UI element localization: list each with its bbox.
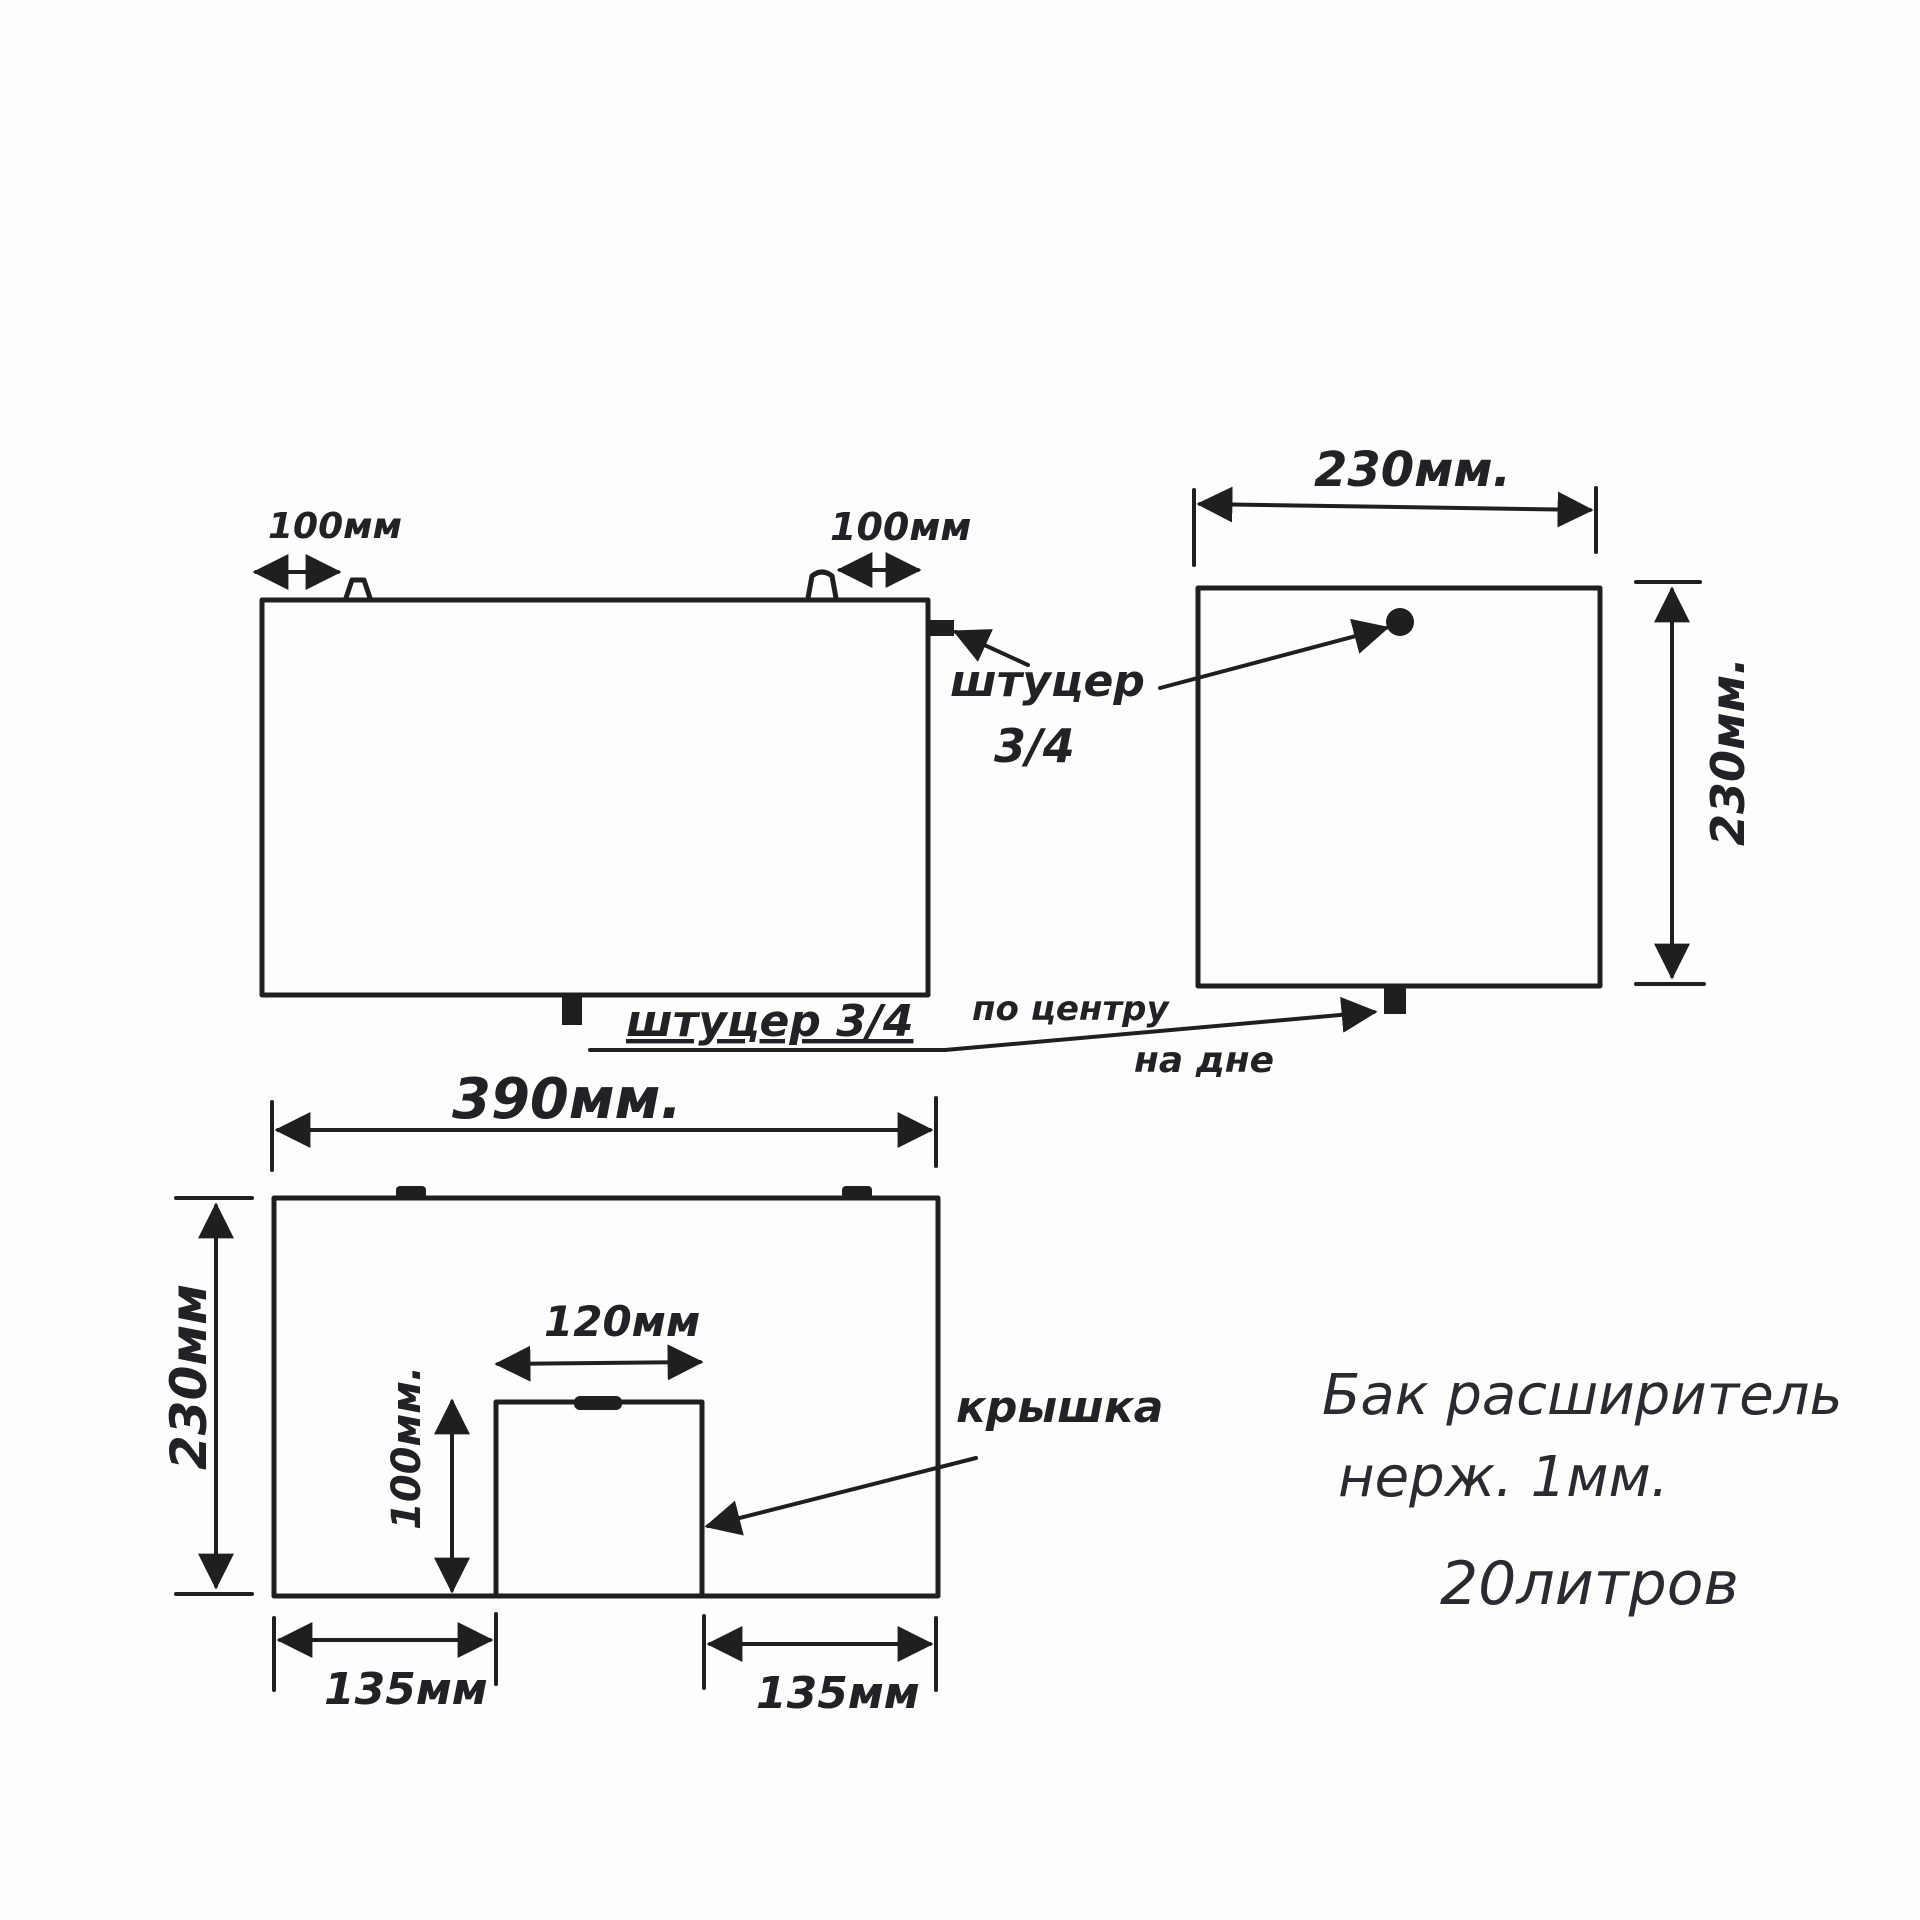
front-view-tank-outline (259, 597, 931, 998)
margin-right-label: 135мм (756, 1668, 920, 1719)
side-view-tank-outline (1195, 585, 1603, 989)
side-width-label: 230мм. (1314, 442, 1511, 498)
top-fitting-left (343, 577, 373, 601)
lid-width-dimension (494, 1344, 704, 1382)
top-view-tank-outline (271, 1195, 941, 1599)
side-view-bottom-fitting (1384, 986, 1406, 1014)
lid-label: крышка (956, 1382, 1163, 1433)
bottom-note-leader (943, 996, 1378, 1052)
lid-width-label: 120мм (544, 1297, 700, 1346)
margin-left-label: 135мм (324, 1664, 488, 1715)
side-view-fitting (1386, 608, 1414, 636)
side-width-dimension (1196, 486, 1594, 528)
title-line3: 20литров (1440, 1549, 1739, 1619)
top-view-fitting-left (396, 1186, 426, 1200)
bottom-note-line1: по центру (972, 989, 1170, 1029)
title-line2: нерж. 1мм. (1338, 1445, 1669, 1510)
length-label: 390мм. (452, 1067, 682, 1132)
offset-right-label: 100мм (830, 505, 971, 549)
top-view: 390мм. 230мм 120мм 100мм. крышка 135мм 1… (160, 1067, 1163, 1719)
title-block: Бак расширитель нерж. 1мм. 20литров (1322, 1363, 1842, 1619)
lid-handle (574, 1396, 622, 1410)
lid-leader (704, 1456, 978, 1536)
title-line1: Бак расширитель (1322, 1363, 1842, 1428)
depth-label: 230мм (160, 1284, 218, 1470)
side-fitting-label: штуцер (950, 656, 1145, 707)
lid-height-label: 100мм. (384, 1366, 430, 1530)
side-height-label: 230мм. (1701, 657, 1755, 846)
side-view: 230мм. 230мм. (1158, 442, 1755, 1014)
bottom-fitting-label: штуцер 3/4 (626, 996, 913, 1047)
side-fitting-size: 3/4 (994, 719, 1075, 773)
side-view-fitting-leader (1158, 618, 1390, 690)
front-view: 100мм 100мм штуцер 3/4 штуцер 3/4 по цен… (252, 505, 1378, 1081)
bottom-note-line2: на дне (1134, 1040, 1274, 1081)
offset-left-label: 100мм (268, 506, 402, 547)
lid-outline (493, 1399, 705, 1597)
bottom-fitting (562, 997, 582, 1025)
side-fitting-leader (952, 629, 1030, 667)
top-view-fitting-right (842, 1186, 872, 1200)
side-fitting (928, 620, 954, 636)
top-fitting-right (805, 569, 839, 601)
